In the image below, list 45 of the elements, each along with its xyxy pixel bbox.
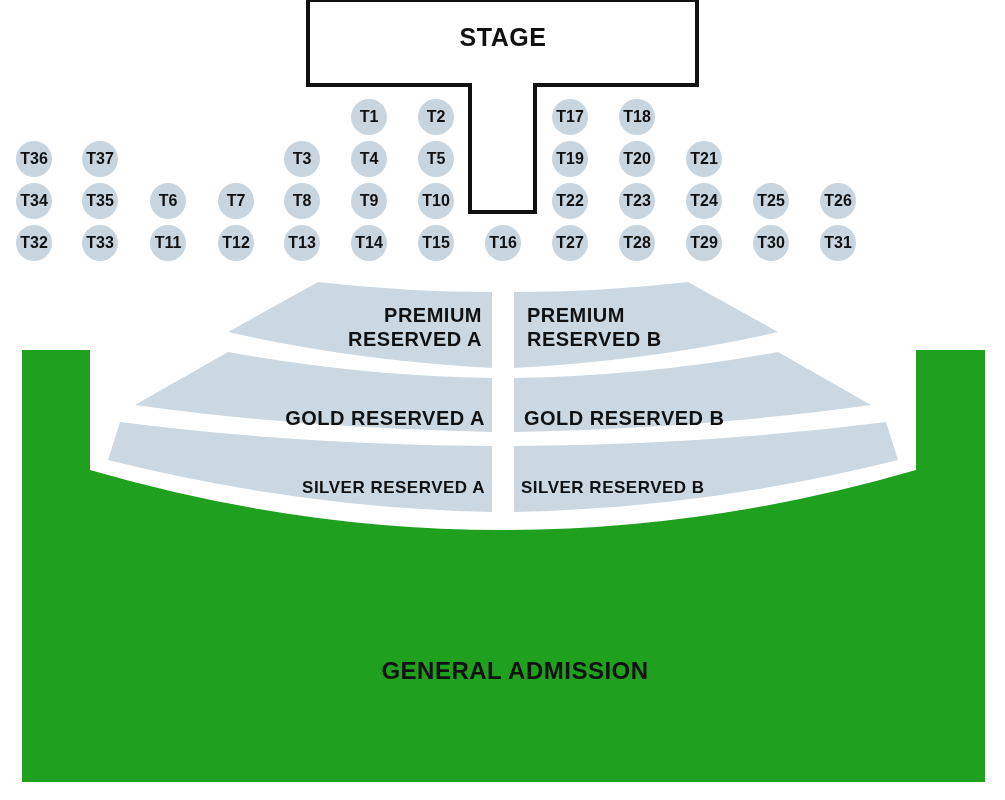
- table-seat: T36: [16, 141, 52, 177]
- table-seat: T27: [552, 225, 588, 261]
- table-seat: T34: [16, 183, 52, 219]
- table-seat: T24: [686, 183, 722, 219]
- area-label: GENERAL ADMISSION: [380, 657, 650, 686]
- table-seat: T30: [753, 225, 789, 261]
- table-seat: T13: [284, 225, 320, 261]
- table-seat: T17: [552, 99, 588, 135]
- table-seat: T28: [619, 225, 655, 261]
- table-seat: T8: [284, 183, 320, 219]
- stage-label: STAGE: [458, 22, 548, 52]
- table-seat: T20: [619, 141, 655, 177]
- section-label: SILVER RESERVED A: [301, 478, 485, 499]
- section-label: SILVER RESERVED B: [521, 478, 706, 499]
- table-seat: T15: [418, 225, 454, 261]
- table-seat: T14: [351, 225, 387, 261]
- table-seat: T35: [82, 183, 118, 219]
- section-label: GOLD RESERVED A: [284, 406, 485, 430]
- table-seat: T2: [418, 99, 454, 135]
- table-seat: T32: [16, 225, 52, 261]
- table-seat: T7: [218, 183, 254, 219]
- table-seat: T21: [686, 141, 722, 177]
- table-seat: T37: [82, 141, 118, 177]
- table-seat: T12: [218, 225, 254, 261]
- table-seat: T11: [150, 225, 186, 261]
- table-seat: T1: [351, 99, 387, 135]
- section-label: PREMIUM RESERVED B: [527, 303, 663, 351]
- table-seat: T25: [753, 183, 789, 219]
- table-seat: T18: [619, 99, 655, 135]
- table-seat: T22: [552, 183, 588, 219]
- table-seat: T26: [820, 183, 856, 219]
- section-label: PREMIUM RESERVED A: [347, 303, 482, 351]
- table-seat: T16: [485, 225, 521, 261]
- table-seat: T4: [351, 141, 387, 177]
- table-seat: T23: [619, 183, 655, 219]
- table-seat: T29: [686, 225, 722, 261]
- table-seat: T5: [418, 141, 454, 177]
- table-seat: T3: [284, 141, 320, 177]
- table-seat: T6: [150, 183, 186, 219]
- table-seat: T31: [820, 225, 856, 261]
- table-seat: T10: [418, 183, 454, 219]
- table-seat: T19: [552, 141, 588, 177]
- table-seat: T33: [82, 225, 118, 261]
- section-label: GOLD RESERVED B: [524, 406, 726, 430]
- table-seat: T9: [351, 183, 387, 219]
